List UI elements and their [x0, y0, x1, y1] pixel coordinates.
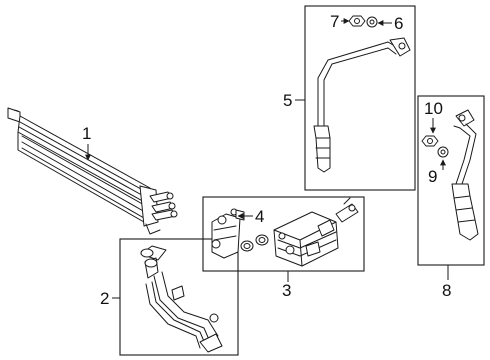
callout-4: 4 — [255, 207, 264, 226]
washer-part-6 — [366, 16, 378, 28]
callout-1: 1 — [82, 124, 91, 143]
callout-8: 8 — [442, 281, 451, 300]
callout-6: 6 — [394, 14, 403, 33]
oil-cooler-radiator — [7, 107, 178, 235]
valve-part-4 — [211, 208, 245, 259]
callout-5: 5 — [283, 91, 292, 110]
washer-part-9 — [437, 146, 449, 158]
callout-2: 2 — [100, 289, 109, 308]
detail-box-3 — [202, 196, 365, 272]
detail-box-5 — [304, 5, 416, 191]
nut-part-7 — [348, 15, 366, 27]
lower-hose — [140, 245, 223, 353]
o-rings — [240, 234, 269, 252]
callout-9: 9 — [428, 167, 437, 186]
upper-tube — [313, 37, 411, 173]
callout-10: 10 — [424, 99, 443, 118]
callout-7: 7 — [330, 12, 339, 31]
detail-box-2 — [119, 238, 239, 356]
detail-box-8 — [417, 95, 485, 266]
callout-3: 3 — [282, 281, 291, 300]
side-tube — [451, 109, 479, 241]
oil-cooler-unit — [273, 197, 359, 267]
nut-part-10 — [421, 135, 439, 147]
